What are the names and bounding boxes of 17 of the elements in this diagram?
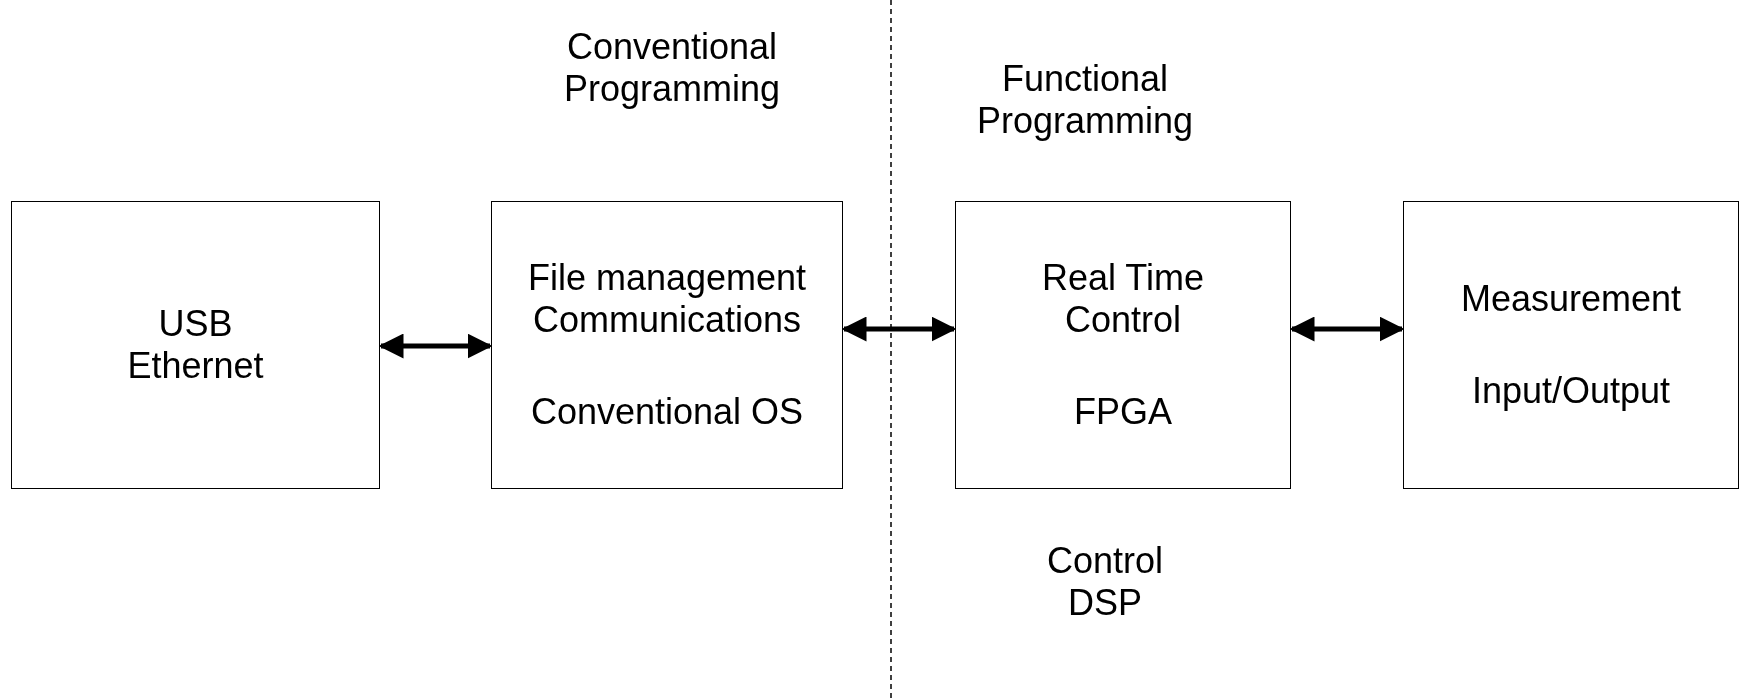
section-label: Control DSP — [1045, 540, 1165, 624]
box-text: Real Time Control — [1040, 257, 1206, 341]
process-box — [491, 201, 843, 489]
section-label: Conventional Programming — [562, 26, 782, 110]
double-arrow — [841, 316, 957, 342]
box-text: USB Ethernet — [126, 303, 265, 387]
double-arrow — [378, 333, 493, 359]
box-text: Input/Output — [1470, 370, 1672, 412]
section-label: Functional Programming — [975, 58, 1195, 142]
double-arrow — [1289, 316, 1405, 342]
box-text: Conventional OS — [529, 391, 805, 433]
process-box — [955, 201, 1291, 489]
box-text: Measurement — [1459, 278, 1683, 320]
process-box — [11, 201, 380, 489]
box-text: FPGA — [1073, 391, 1173, 433]
process-box — [1403, 201, 1739, 489]
box-text: File management Communications — [526, 257, 808, 341]
